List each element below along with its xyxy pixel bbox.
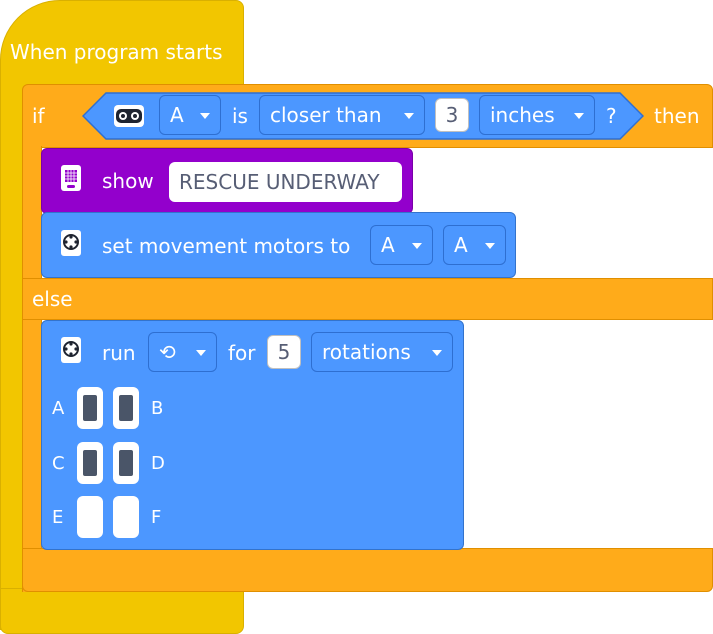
port-a-selected-fill [83, 395, 97, 421]
distance-value-input[interactable]: 3 [435, 98, 469, 132]
port-label-e: E [52, 507, 64, 528]
is-label: is [232, 104, 248, 128]
port-e-toggle[interactable] [77, 496, 103, 538]
port-b-selected-fill [119, 395, 133, 421]
else-bar[interactable] [22, 278, 713, 320]
unit-dropdown[interactable]: inches [479, 95, 595, 135]
comparison-value: closer than [270, 103, 382, 127]
port-c-toggle[interactable] [77, 442, 103, 484]
port-d-toggle[interactable] [113, 442, 139, 484]
set-motors-label: set movement motors to [102, 234, 351, 258]
if-block-footer [22, 548, 713, 592]
then-label: then [654, 104, 700, 128]
run-unit-value: rotations [322, 340, 411, 364]
question-mark: ? [606, 104, 617, 128]
chevron-down-icon [485, 243, 495, 249]
unit-value: inches [490, 103, 555, 127]
motor-icon [61, 337, 81, 363]
port-label-a: A [52, 398, 65, 419]
hat-label: When program starts [10, 40, 223, 64]
when-program-starts-block[interactable] [0, 0, 244, 88]
hat-stack-foot [0, 588, 244, 634]
port-label-c: C [52, 453, 65, 474]
motor-port-1-dropdown[interactable]: A [370, 225, 433, 265]
port-d-selected-fill [119, 450, 133, 476]
sensor-port-value: A [170, 103, 184, 127]
distance-sensor-icon [114, 105, 144, 127]
if-label: if [32, 104, 45, 128]
chevron-down-icon [432, 350, 442, 356]
set-movement-motors-block[interactable] [41, 212, 516, 278]
chevron-down-icon [574, 113, 584, 119]
port-f-toggle[interactable] [113, 496, 139, 538]
chevron-down-icon [404, 113, 414, 119]
motor-pair-icon [61, 230, 81, 256]
run-label: run [102, 341, 136, 365]
rotate-counterclockwise-icon: ⟲ [159, 340, 176, 364]
show-text-input[interactable]: RESCUE UNDERWAY [169, 162, 402, 202]
run-unit-dropdown[interactable]: rotations [311, 332, 453, 372]
chevron-down-icon [412, 243, 422, 249]
show-label: show [102, 169, 154, 193]
motor-port-1-value: A [381, 233, 395, 257]
else-label: else [32, 287, 73, 311]
motor-port-2-value: A [454, 233, 468, 257]
direction-dropdown[interactable]: ⟲ [148, 332, 217, 372]
port-label-f: F [151, 507, 162, 528]
chevron-down-icon [200, 113, 210, 119]
port-label-d: D [151, 453, 165, 474]
light-matrix-icon [61, 165, 81, 191]
chevron-down-icon [196, 350, 206, 356]
port-b-toggle[interactable] [113, 387, 139, 429]
motor-port-2-dropdown[interactable]: A [443, 225, 506, 265]
port-a-toggle[interactable] [77, 387, 103, 429]
sensor-port-dropdown[interactable]: A [159, 95, 221, 135]
rotations-amount-input[interactable]: 5 [267, 335, 301, 369]
port-label-b: B [151, 398, 164, 419]
if-block-spine [22, 146, 42, 592]
comparison-dropdown[interactable]: closer than [259, 95, 425, 135]
for-label: for [228, 341, 256, 365]
port-c-selected-fill [83, 450, 97, 476]
